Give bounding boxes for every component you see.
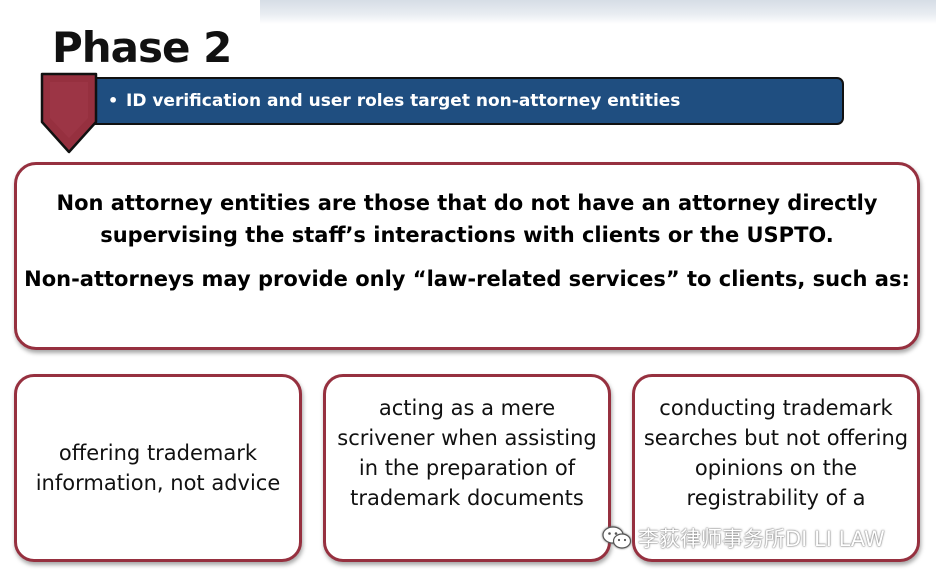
wechat-icon: [602, 526, 632, 549]
top-shade-decoration: [260, 0, 936, 24]
phase-banner: • ID verification and user roles target …: [84, 77, 844, 125]
service-card-trademark-information: offering trademark information, not advi…: [14, 374, 302, 562]
service-card-scrivener: acting as a mere scrivener when assistin…: [323, 374, 611, 562]
service-card-trademark-searches: conducting trademark searches but not of…: [632, 374, 920, 562]
banner-text: ID verification and user roles target no…: [126, 91, 681, 111]
definition-paragraph: Non attorney entities are those that do …: [56, 191, 878, 247]
banner-bullet: •: [108, 91, 119, 110]
service-card-label: conducting trademark searches but not of…: [643, 396, 909, 510]
services-intro-paragraph: Non-attorneys may provide only “law-rela…: [24, 267, 910, 291]
definition-box: Non attorney entities are those that do …: [14, 162, 920, 350]
slide-title: Phase 2: [52, 23, 232, 72]
watermark: 李荻律师事务所DI LI LAW: [602, 520, 885, 556]
chevron-down-icon: [40, 72, 98, 154]
watermark-text: 李荻律师事务所DI LI LAW: [638, 527, 885, 551]
service-card-label: acting as a mere scrivener when assistin…: [337, 396, 597, 510]
service-card-label: offering trademark information, not advi…: [35, 441, 281, 495]
